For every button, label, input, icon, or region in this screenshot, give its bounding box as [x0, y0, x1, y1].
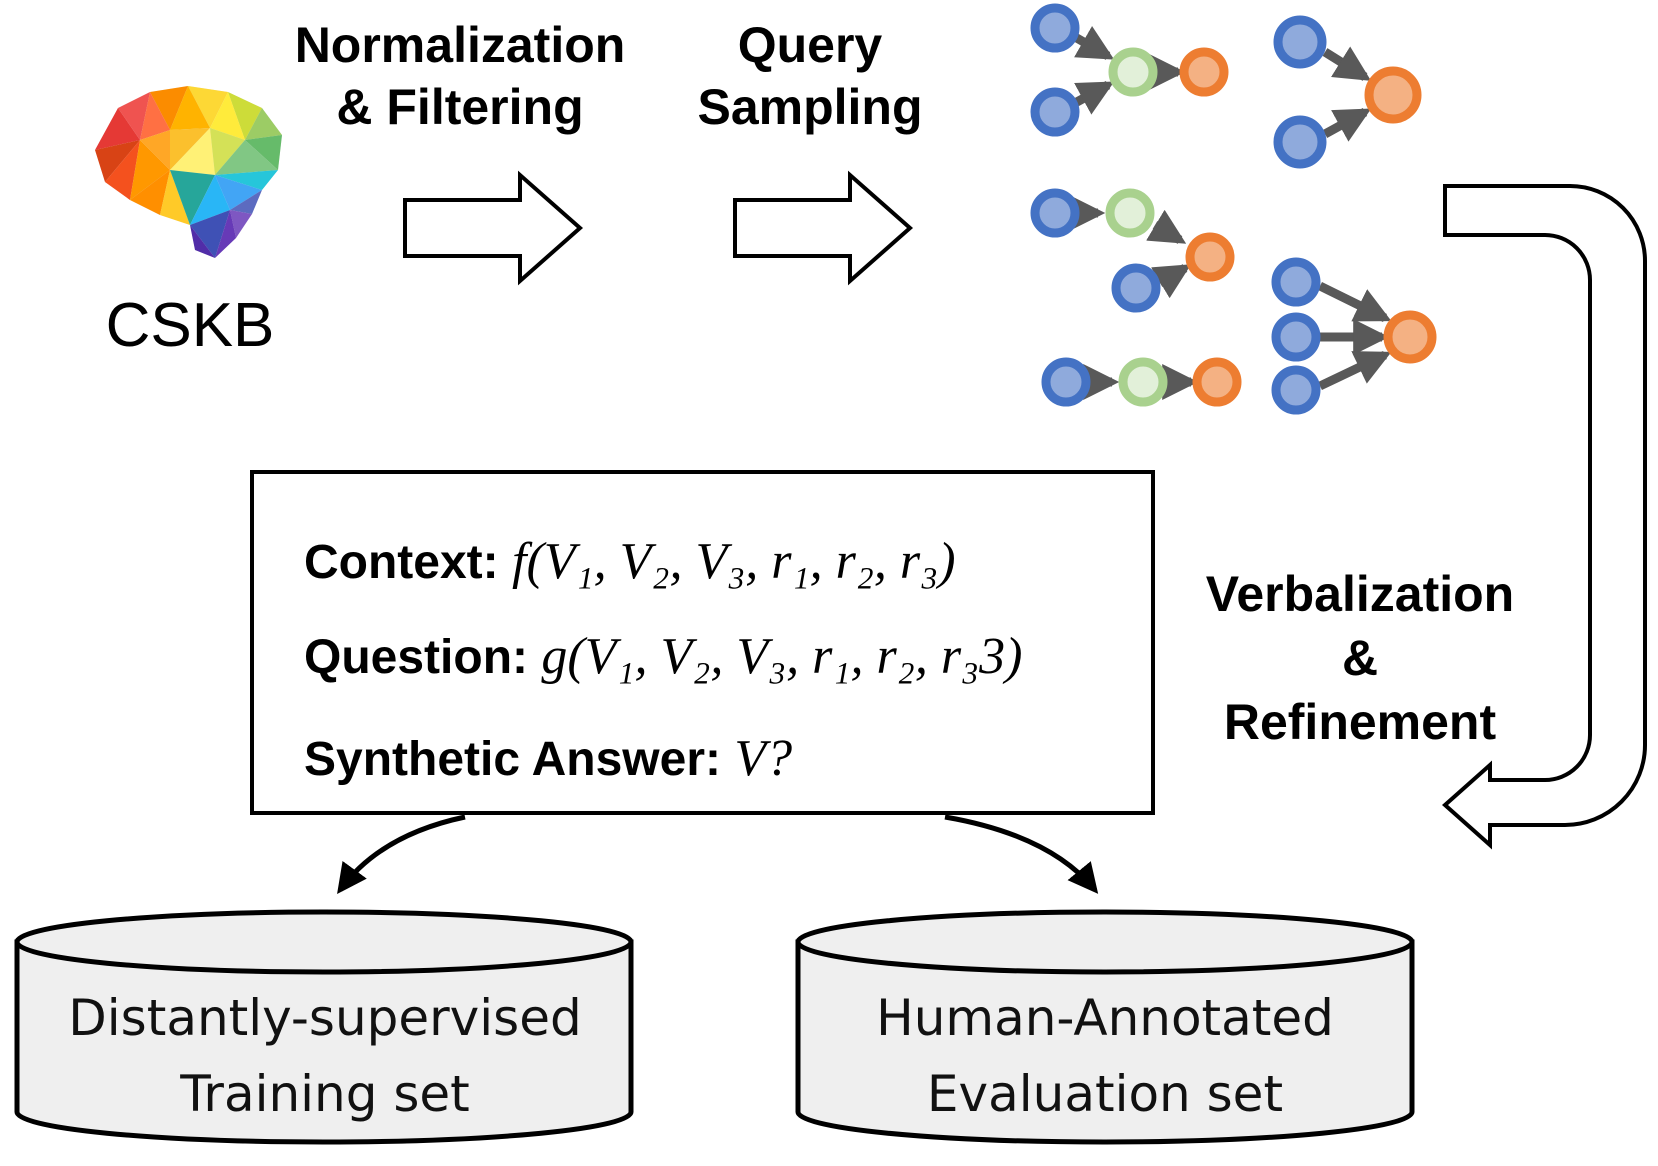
answer-expression: V?	[734, 730, 793, 787]
target-node	[1179, 47, 1229, 97]
database-label-line: Training set	[180, 1065, 470, 1123]
anchor-node	[1271, 365, 1321, 415]
target-node	[1192, 357, 1242, 407]
anchor-node	[1271, 257, 1321, 307]
anchor-node	[1271, 312, 1321, 362]
target-node	[1364, 66, 1422, 124]
query-graph-edges	[1069, 26, 1392, 400]
anchor-node	[1030, 188, 1080, 238]
verbalization-refinement-label: Verbalization & Refinement	[1160, 562, 1560, 754]
evaluation-split-arrow	[944, 814, 1099, 894]
evaluation-set-label: Human-Annotated Evaluation set	[800, 980, 1410, 1132]
edge	[1318, 350, 1392, 391]
answer-line: Synthetic Answer: V?	[304, 729, 792, 788]
anchor-node	[1030, 87, 1080, 137]
refinement-label-line: &	[1341, 630, 1379, 686]
intermediate-node	[1118, 357, 1168, 407]
question-line: Question: g(V₁, V₂, V₃, r₁, r₂, r₃3)	[304, 627, 1022, 686]
context-label: Context:	[304, 536, 499, 589]
step-label-line: & Filtering	[336, 79, 584, 135]
query-sampling-label: Query Sampling	[670, 14, 950, 138]
query-graph-nodes	[1030, 3, 1437, 415]
step-label-line: Sampling	[697, 79, 923, 135]
edge	[1072, 26, 1115, 60]
anchor-node	[1041, 357, 1091, 407]
answer-label: Synthetic Answer:	[304, 733, 721, 786]
verbalization-arrow	[1441, 184, 1647, 850]
cskb-label: CSKB	[105, 291, 275, 360]
edge	[1322, 108, 1372, 142]
intermediate-node	[1108, 47, 1158, 97]
training-set-label: Distantly-supervised Training set	[20, 980, 630, 1132]
edge	[1151, 264, 1192, 299]
step-label-line: Normalization	[294, 17, 626, 73]
edge	[1072, 81, 1115, 115]
intermediate-node	[1105, 188, 1155, 238]
synthetic-qa-template: Context: f(V₁, V₂, V₃, r₁, r₂, r₃) Quest…	[250, 470, 1155, 815]
edge	[1318, 281, 1392, 323]
database-label-line: Distantly-supervised	[68, 989, 582, 1047]
edge	[1322, 46, 1372, 81]
context-line: Context: f(V₁, V₂, V₃, r₁, r₂, r₃)	[304, 532, 956, 591]
brain-icon	[95, 86, 282, 258]
refinement-label-line: Refinement	[1223, 694, 1497, 750]
database-label-line: Evaluation set	[926, 1065, 1284, 1123]
step-label-line: Query	[737, 17, 883, 73]
training-split-arrow	[337, 814, 466, 895]
refinement-label-line: Verbalization	[1205, 566, 1515, 622]
target-node	[1383, 310, 1437, 364]
anchor-node	[1273, 15, 1327, 69]
sampling-arrow	[733, 170, 914, 286]
anchor-node	[1111, 263, 1161, 313]
anchor-node	[1030, 3, 1080, 53]
database-label-line: Human-Annotated	[876, 989, 1334, 1047]
question-label: Question:	[304, 631, 528, 684]
normalization-arrow	[403, 170, 584, 286]
target-node	[1185, 232, 1235, 282]
anchor-node	[1273, 115, 1327, 169]
question-expression: g(V₁, V₂, V₃, r₁, r₂, r₃3)	[541, 628, 1023, 685]
context-expression: f(V₁, V₂, V₃, r₁, r₂, r₃)	[512, 533, 956, 590]
edge	[1146, 209, 1187, 244]
normalization-filtering-label: Normalization & Filtering	[270, 14, 650, 138]
evaluation-database	[795, 909, 1415, 1145]
training-database	[14, 909, 634, 1145]
